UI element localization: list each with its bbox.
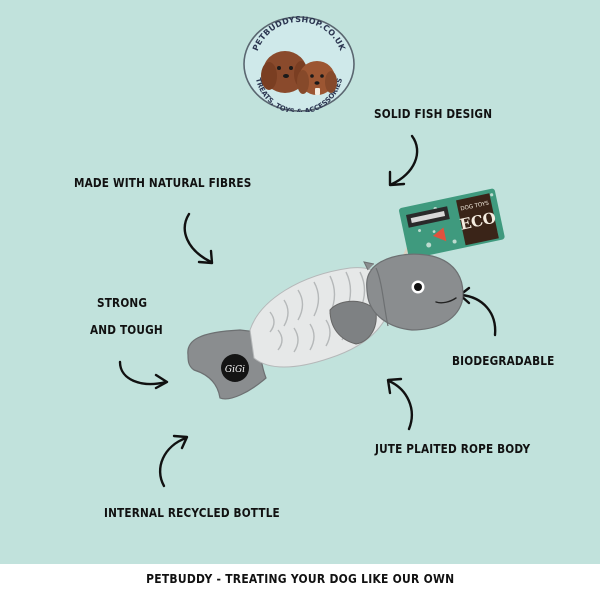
label-natural-fibres: MADE WITH NATURAL FIBRES xyxy=(74,175,252,190)
arrow-natural-fibres-icon xyxy=(183,212,214,265)
label-strong-line2: AND TOUGH xyxy=(90,322,163,337)
tag-sub-text: DOG TOYS xyxy=(460,201,490,213)
arrow-recycled-bottle-icon xyxy=(159,434,189,488)
fish-toy-image: ECO DOG TOYS GiGi xyxy=(187,188,505,400)
infographic-canvas: PETBUDDYSHOP.CO.UK TREATS, TOYS & ACCESS… xyxy=(0,0,600,564)
label-internal-recycled-bottle: INTERNAL RECYCLED BOTTLE xyxy=(104,505,280,520)
label-strong-line1: STRONG xyxy=(97,295,148,310)
eco-hang-tag: ECO DOG TOYS xyxy=(399,188,505,259)
footer-bar: PETBUDDY - TREATING YOUR DOG LIKE OUR OW… xyxy=(0,564,600,593)
petbuddy-logo: PETBUDDYSHOP.CO.UK TREATS, TOYS & ACCESS… xyxy=(243,15,355,112)
label-jute-rope-body: JUTE PLAITED ROPE BODY xyxy=(375,441,531,456)
arrow-jute-rope-icon xyxy=(386,377,413,431)
arrow-strong-tough-icon xyxy=(118,360,169,390)
two-dogs-logo-icon xyxy=(261,51,337,95)
gigi-badge-text: GiGi xyxy=(225,365,245,375)
label-biodegradable: BIODEGRADABLE xyxy=(452,353,555,368)
label-solid-fish-design: SOLID FISH DESIGN xyxy=(374,106,493,121)
footer-tagline: PETBUDDY - TREATING YOUR DOG LIKE OUR OW… xyxy=(145,571,455,586)
arrow-solid-fish-icon xyxy=(388,134,419,187)
